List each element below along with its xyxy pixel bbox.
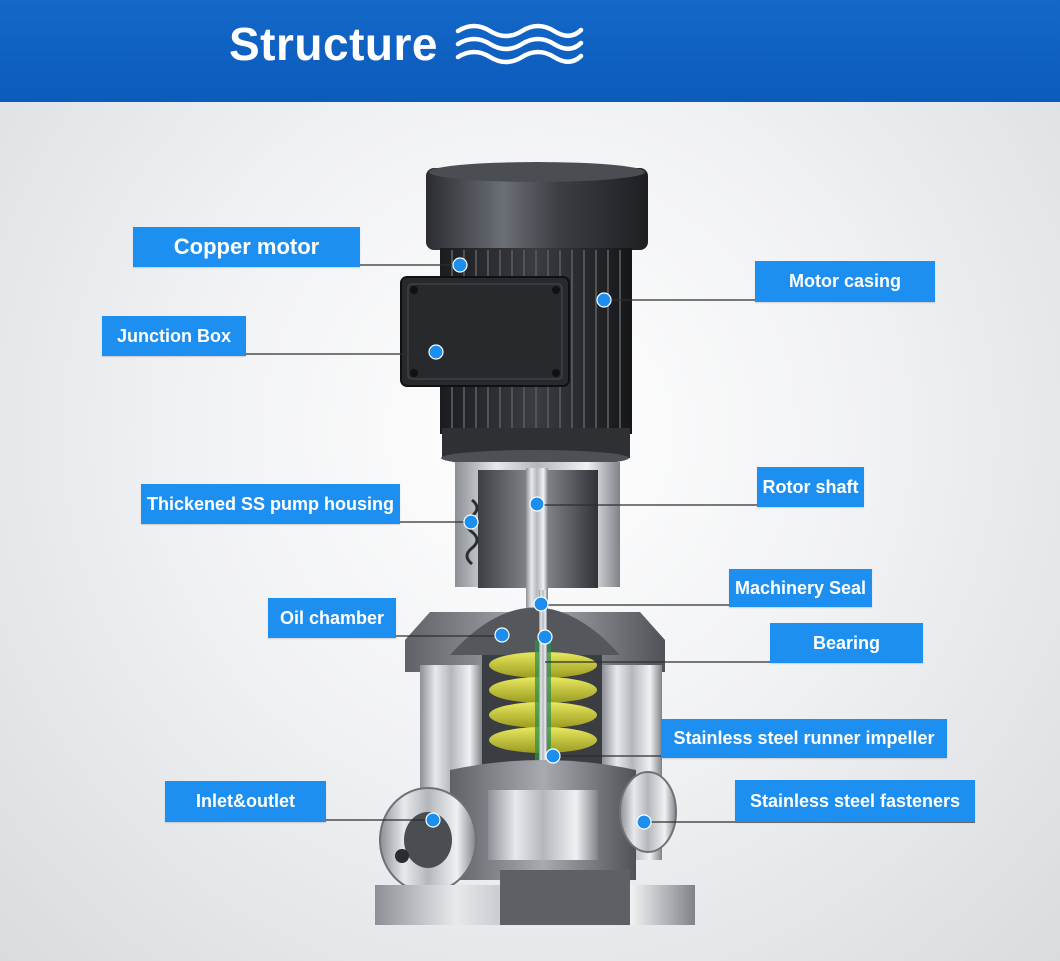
- leader-lines: [246, 264, 975, 823]
- label-junction-box: Junction Box: [102, 316, 246, 356]
- label-thickened-housing: Thickened SS pump housing: [141, 484, 400, 524]
- motor-illustration: [400, 162, 648, 466]
- coupling-stool: [455, 462, 620, 628]
- dot-oil-chamber: [494, 627, 510, 643]
- waves-icon: [455, 23, 584, 65]
- dot-bearing: [537, 629, 553, 645]
- dot-junction-box: [428, 344, 444, 360]
- dot-motor-casing: [596, 292, 612, 308]
- dot-machinery-seal: [533, 596, 549, 612]
- label-bearing: Bearing: [770, 623, 923, 663]
- label-inlet-outlet: Inlet&outlet: [165, 781, 326, 822]
- impeller-stack: [489, 590, 597, 770]
- label-machinery-seal: Machinery Seal: [729, 569, 872, 607]
- dot-fasteners: [636, 814, 652, 830]
- label-runner-impeller: Stainless steel runner impeller: [661, 719, 947, 758]
- dot-impeller: [545, 748, 561, 764]
- label-fasteners: Stainless steel fasteners: [735, 780, 975, 822]
- dot-rotor-shaft: [529, 496, 545, 512]
- dot-copper-motor: [452, 257, 468, 273]
- page-title: Structure: [229, 18, 438, 70]
- label-rotor-shaft: Rotor shaft: [757, 467, 864, 507]
- header-banner: Structure: [0, 0, 1060, 102]
- pump-body: [375, 590, 695, 925]
- dot-inlet-outlet: [425, 812, 441, 828]
- label-copper-motor: Copper motor: [133, 227, 360, 267]
- callout-dots: [425, 257, 652, 830]
- label-oil-chamber: Oil chamber: [268, 598, 396, 638]
- label-motor-casing: Motor casing: [755, 261, 935, 302]
- dot-pump-housing: [463, 514, 479, 530]
